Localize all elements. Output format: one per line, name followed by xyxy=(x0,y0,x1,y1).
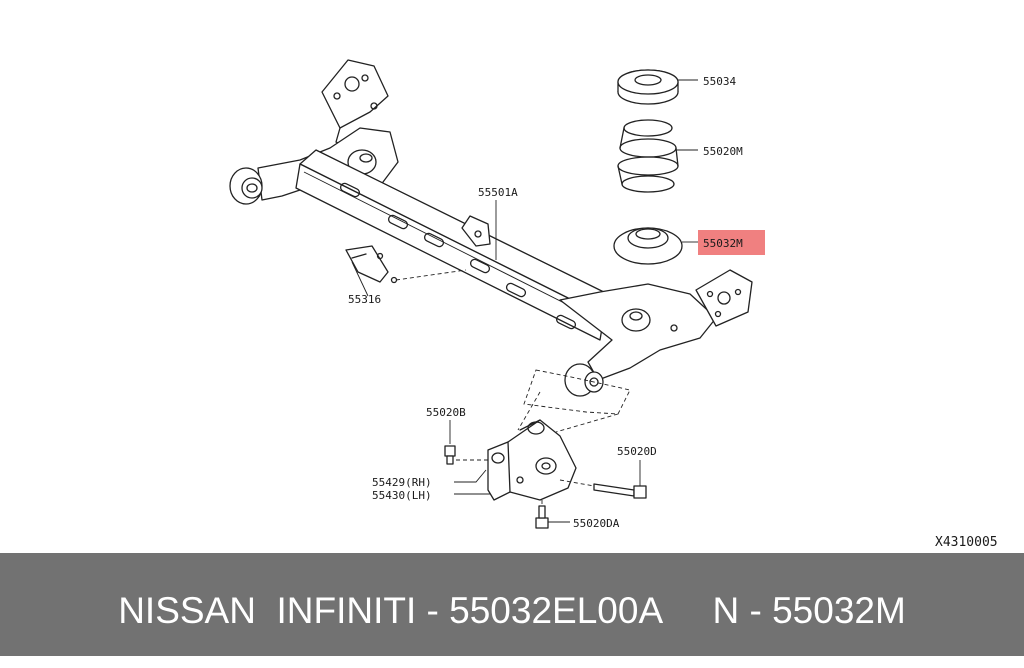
mounting-bracket xyxy=(487,419,577,501)
bolt-55020b xyxy=(444,420,488,465)
callout-55429-rh: 55429(RH) xyxy=(372,476,432,489)
callout-55020m: 55020M xyxy=(703,145,743,158)
bolt-55020d xyxy=(559,460,647,499)
right-trailing-arm xyxy=(559,269,753,397)
leader-lines xyxy=(351,79,698,523)
bolt-55020da xyxy=(535,500,549,529)
callout-55501a: 55501A xyxy=(478,186,518,199)
callout-55316: 55316 xyxy=(348,293,381,306)
callout-55032m: 55032M xyxy=(703,237,743,250)
parts-diagram: 55034 55020M 55032M 55501A 55316 55020B … xyxy=(229,59,998,550)
coil-spring xyxy=(617,119,679,193)
drawing-number: X4310005 xyxy=(935,535,998,550)
callout-55020d: 55020D xyxy=(617,445,657,458)
footer-bar: NISSAN INFINITI - 55032EL00A N - 55032M xyxy=(0,553,1024,656)
lower-spring-seat xyxy=(613,227,683,265)
diagram-drawing: 55034 55020M 55032M 55501A 55316 55020B … xyxy=(229,59,998,550)
torsion-beam xyxy=(295,149,621,341)
callout-55020b: 55020B xyxy=(426,406,466,419)
highlight-box xyxy=(698,230,765,255)
callout-55034: 55034 xyxy=(703,75,736,88)
callout-55020da: 55020DA xyxy=(573,517,620,530)
callout-55430-lh: 55430(LH) xyxy=(372,489,432,502)
projection-lines xyxy=(517,369,631,433)
footer-part-numbers: NISSAN INFINITI - 55032EL00A N - 55032M xyxy=(118,590,906,631)
bracket-55316 xyxy=(345,245,467,284)
upper-spring-seat xyxy=(617,69,679,105)
